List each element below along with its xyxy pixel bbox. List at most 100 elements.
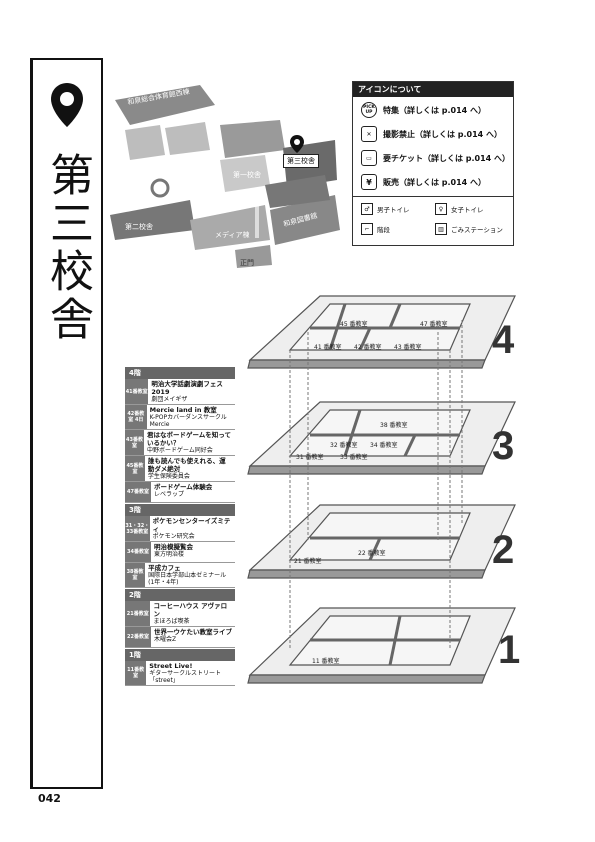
- map-current-building: 第三校舎: [283, 154, 319, 168]
- sidebar: 第三校舎: [30, 58, 103, 789]
- list-item: 47番教室ボードゲーム体験会レベラップ: [125, 482, 235, 503]
- floor-diagram: 4 3 2 1 45 番教室 47 番教室 41 番教室 42 番教室 43 番…: [230, 290, 530, 690]
- floor-heading: 2階: [125, 589, 235, 601]
- legend-title: アイコンについて: [353, 82, 513, 97]
- campus-map: 和泉総合体育館西棟 第一校舎 第二校舎 メディア棟 和泉図書館 正門 第三校舎: [105, 80, 345, 270]
- room-label: 21 番教室: [294, 558, 322, 565]
- yen-icon: ¥: [361, 174, 377, 190]
- floor-number-4: 4: [492, 318, 515, 362]
- stairs-icon: ⌐: [361, 223, 373, 235]
- event-title: 世界一ウケたい教室ライブ: [154, 628, 232, 636]
- legend-label: 階段: [377, 226, 390, 234]
- floor-number-2: 2: [492, 528, 515, 572]
- legend-label: 撮影禁止（詳しくは p.014 へ）: [383, 129, 503, 139]
- legend-item: PICK UP 特集（詳しくは p.014 へ）: [361, 102, 486, 118]
- trash-icon: ▥: [435, 223, 447, 235]
- map-label-second: 第二校舎: [125, 223, 153, 231]
- legend-label: 女子トイレ: [451, 206, 484, 214]
- room-label: 31・32・33番教室: [125, 516, 150, 541]
- list-item: 43番教室君はなボードゲームを知っているかい？中野ボードゲーム同好会: [125, 430, 235, 456]
- event-org: レベラップ: [154, 491, 185, 498]
- legend-item: ▭ 要チケット（詳しくは p.014 へ）: [361, 150, 510, 166]
- floor-heading: 3階: [125, 504, 235, 516]
- list-item: 31・32・33番教室ポケモンセンターイズミティポケモン研究会: [125, 516, 235, 542]
- room-label: 38 番教室: [380, 422, 408, 429]
- icon-legend: アイコンについて PICK UP 特集（詳しくは p.014 へ） ✕ 撮影禁止…: [352, 81, 514, 246]
- event-title: Street Live!: [149, 662, 193, 670]
- list-item: 21番教室コーヒーハウス アヴァロンまほろば喫茶: [125, 601, 235, 627]
- legend-item: ♂ 男子トイレ: [361, 203, 410, 215]
- legend-label: ごみステーション: [451, 226, 503, 234]
- room-label: 43 番教室: [394, 344, 422, 351]
- legend-label: 要チケット（詳しくは p.014 へ）: [383, 153, 511, 163]
- event-title: 平成カフェ: [148, 564, 181, 572]
- event-title: 君はなボードゲームを知っているかい？: [146, 431, 231, 447]
- room-label: 41 番教室: [314, 344, 342, 351]
- event-title: ボードゲーム体験会: [154, 483, 213, 491]
- event-org: 木曜会Z: [154, 636, 177, 643]
- room-label: 22番教室: [125, 627, 151, 647]
- legend-item: ✕ 撮影禁止（詳しくは p.014 へ）: [361, 126, 502, 142]
- room-label: 34番教室: [125, 542, 151, 562]
- room-label: 47番教室: [125, 482, 151, 502]
- female-toilet-icon: ♀: [435, 203, 447, 215]
- event-org: まほろば喫茶: [153, 618, 190, 625]
- room-label: 47 番教室: [420, 321, 448, 328]
- event-org: K-POPカバーダンスサークル Mercie: [149, 414, 227, 428]
- room-label: 45番教室: [125, 456, 145, 481]
- male-toilet-icon: ♂: [361, 203, 373, 215]
- event-title: Mercie land in 教室: [149, 406, 217, 414]
- legend-label: 販売（詳しくは p.014 へ）: [383, 177, 487, 187]
- event-title: 明治模擬覧会: [154, 543, 193, 551]
- camera-off-icon: ✕: [361, 126, 377, 142]
- floor-heading: 4階: [125, 367, 235, 379]
- room-label: 11 番教室: [312, 658, 340, 665]
- event-title: 明治大学話劇演劇フェス2019: [151, 380, 223, 396]
- location-pin-icon: [50, 82, 84, 132]
- room-label: 11番教室: [125, 661, 147, 685]
- page-number: 042: [38, 792, 61, 805]
- event-org: ポケモン研究会: [152, 533, 195, 540]
- room-label: 45 番教室: [340, 321, 368, 328]
- room-label: 42番教室 4日: [125, 405, 147, 429]
- event-org: 劇団メイギザ: [151, 396, 188, 403]
- room-label: 34 番教室: [370, 442, 398, 449]
- room-label: 31 番教室: [296, 454, 324, 461]
- event-title: 誰も読んでも使えれる、運動ダメ絶対: [147, 457, 226, 473]
- legend-label: 特集（詳しくは p.014 へ）: [383, 105, 487, 115]
- map-pin-icon: [290, 135, 304, 157]
- map-label-media: メディア棟: [215, 231, 250, 239]
- event-title: ポケモンセンターイズミティ: [152, 517, 231, 533]
- event-title: コーヒーハウス アヴァロン: [153, 602, 228, 618]
- room-label: 42 番教室: [354, 344, 382, 351]
- room-label: 38番教室: [125, 563, 146, 587]
- room-label: 21番教室: [125, 601, 151, 626]
- room-label: 22 番教室: [358, 550, 386, 557]
- room-label: 32 番教室: [330, 442, 358, 449]
- legend-item: ⌐ 階段: [361, 223, 390, 235]
- event-org: 国際日本学部山本ゼミナール(1年・4年): [148, 572, 227, 586]
- floor-number-3: 3: [492, 424, 515, 468]
- map-label-first: 第一校舎: [233, 171, 261, 179]
- legend-item: ¥ 販売（詳しくは p.014 へ）: [361, 174, 486, 190]
- list-item: 45番教室誰も読んでも使えれる、運動ダメ絶対学生保険委員会: [125, 456, 235, 482]
- event-org: 東方明治楼: [154, 551, 185, 558]
- legend-label: 男子トイレ: [377, 206, 410, 214]
- pickup-icon: PICK UP: [361, 102, 377, 118]
- floor-heading: 1階: [125, 649, 235, 661]
- legend-item: ▥ ごみステーション: [435, 223, 503, 235]
- building-title: 第三校舎: [42, 152, 93, 344]
- ticket-icon: ▭: [361, 150, 377, 166]
- legend-item: ♀ 女子トイレ: [435, 203, 484, 215]
- event-org: 中野ボードゲーム同好会: [146, 447, 213, 454]
- list-item: 38番教室平成カフェ国際日本学部山本ゼミナール(1年・4年): [125, 563, 235, 588]
- floor-number-1: 1: [498, 628, 521, 672]
- list-item: 34番教室明治模擬覧会東方明治楼: [125, 542, 235, 563]
- map-label-gate: 正門: [240, 259, 254, 267]
- room-label: 43番教室: [125, 430, 144, 455]
- room-label: 33 番教室: [340, 454, 368, 461]
